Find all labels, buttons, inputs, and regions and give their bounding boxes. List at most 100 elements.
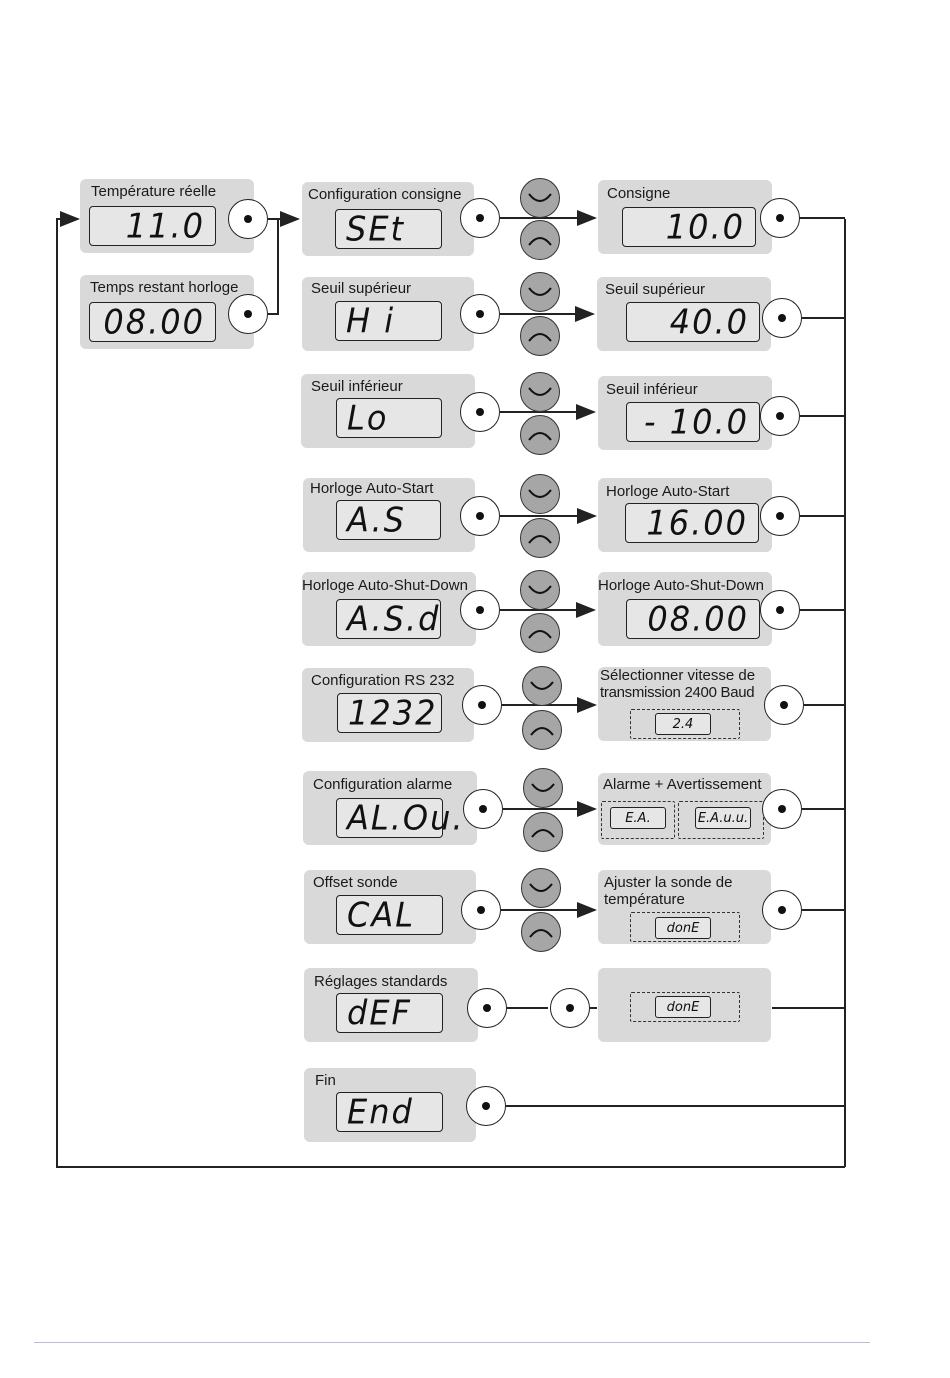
chevron-up-icon[interactable]	[520, 220, 560, 260]
panel-label: Configuration RS 232	[311, 672, 455, 689]
panel-label: Horloge Auto-Start	[606, 483, 730, 500]
select-button-menu-fin[interactable]	[466, 1086, 506, 1126]
panel-label: Offset sonde	[313, 874, 398, 891]
panel-label: Alarme + Avertissement	[603, 776, 762, 793]
select-button-menu-alarme[interactable]	[463, 789, 503, 829]
chevron-down-icon[interactable]	[520, 272, 560, 312]
panel-label: Configuration alarme	[313, 776, 453, 793]
panel-menu-alarme: Configuration alarme AL.Ou.	[303, 771, 477, 845]
lcd-display: AL.Ou.	[336, 798, 463, 838]
lcd-display-mini-a: E.A.	[610, 807, 666, 829]
panel-label: Fin	[315, 1072, 336, 1089]
select-button-menu-seuil-superieur[interactable]	[460, 294, 500, 334]
panel-menu-offset-sonde: Offset sonde CAL	[304, 870, 476, 944]
chevron-up-icon[interactable]	[523, 812, 563, 852]
select-button-result-seuil-inferieur[interactable]	[760, 396, 800, 436]
panel-result-auto-shut-down: Horloge Auto-Shut-Down 08.00	[598, 572, 772, 646]
panel-label: Seuil supérieur	[311, 280, 412, 297]
lcd-value: dEF	[347, 993, 412, 1033]
panel-label: Horloge Auto-Shut-Down	[598, 577, 764, 594]
panel-result-seuil-superieur: Seuil supérieur 40.0	[597, 277, 771, 351]
lcd-value: Lo	[347, 398, 389, 438]
select-button-result-rs232[interactable]	[764, 685, 804, 725]
lcd-display: - 10.0	[626, 402, 760, 442]
select-button-menu-reglages-standards[interactable]	[467, 988, 507, 1028]
lcd-display: A.S	[336, 500, 441, 540]
lcd-value-a: E.A.	[625, 810, 651, 826]
panel-menu-seuil-inferieur: Seuil inférieur Lo	[301, 374, 475, 448]
panel-menu-auto-start: Horloge Auto-Start A.S	[303, 478, 475, 552]
chevron-down-icon[interactable]	[520, 474, 560, 514]
confirm-button-reglages-standards[interactable]	[550, 988, 590, 1028]
chevron-down-icon[interactable]	[521, 868, 561, 908]
panel-label-line2: transmission 2400 Baud	[600, 684, 755, 701]
chevron-up-icon[interactable]	[520, 415, 560, 455]
lcd-display-mini: donE	[655, 996, 711, 1018]
select-button-menu-seuil-inferieur[interactable]	[460, 392, 500, 432]
chevron-up-icon[interactable]	[521, 912, 561, 952]
chevron-down-icon[interactable]	[520, 372, 560, 412]
select-button-temperature[interactable]	[228, 199, 268, 239]
chevron-down-icon[interactable]	[520, 178, 560, 218]
panel-label-line1: Sélectionner vitesse de	[600, 667, 756, 684]
chevron-down-icon[interactable]	[523, 768, 563, 808]
panel-result-auto-start: Horloge Auto-Start 16.00	[598, 478, 772, 552]
lcd-value: 11.0	[125, 206, 205, 246]
select-button-result-consigne[interactable]	[760, 198, 800, 238]
panel-menu-rs232: Configuration RS 232 1232	[302, 668, 474, 742]
chevron-up-icon[interactable]	[520, 613, 560, 653]
panel-label: Température réelle	[91, 183, 217, 200]
chevron-up-icon[interactable]	[520, 316, 560, 356]
chevron-up-icon[interactable]	[522, 710, 562, 750]
lcd-value: 1232	[348, 693, 438, 733]
panel-result-rs232: Sélectionner vitesse de transmission 240…	[598, 667, 771, 741]
panel-result-seuil-inferieur: Seuil inférieur - 10.0	[598, 376, 772, 450]
select-button-result-offset-sonde[interactable]	[762, 890, 802, 930]
panel-label: Horloge Auto-Start	[310, 480, 434, 497]
select-button-result-auto-shut-down[interactable]	[760, 590, 800, 630]
lcd-value: donE	[666, 920, 700, 936]
lcd-display: dEF	[336, 993, 443, 1033]
select-button-result-seuil-superieur[interactable]	[762, 298, 802, 338]
dashed-frame-a	[601, 801, 675, 839]
panel-label: Réglages standards	[314, 973, 448, 990]
select-button-menu-consigne[interactable]	[460, 198, 500, 238]
lcd-display: 1232	[337, 693, 442, 733]
lcd-value: 2.4	[672, 716, 694, 732]
select-button-temps-restant[interactable]	[228, 294, 268, 334]
lcd-value: donE	[666, 999, 700, 1015]
panel-menu-consigne: Configuration consigne SEt	[302, 182, 474, 256]
lcd-value: A.S	[347, 500, 406, 540]
panel-result-offset-sonde: Ajuster la sonde de température donE	[598, 870, 771, 944]
select-button-menu-rs232[interactable]	[462, 685, 502, 725]
lcd-display: 40.0	[626, 302, 760, 342]
lcd-display: End	[336, 1092, 443, 1132]
select-button-menu-auto-shut-down[interactable]	[460, 590, 500, 630]
panel-menu-fin: Fin End	[304, 1068, 476, 1142]
select-button-menu-auto-start[interactable]	[460, 496, 500, 536]
lcd-value-b: E.A.u.u.	[697, 810, 749, 826]
select-button-result-auto-start[interactable]	[760, 496, 800, 536]
select-button-result-alarme[interactable]	[762, 789, 802, 829]
chevron-down-icon[interactable]	[520, 570, 560, 610]
lcd-value: CAL	[347, 895, 416, 935]
lcd-value: 40.0	[669, 302, 749, 342]
lcd-value: H i	[346, 301, 396, 341]
panel-label: Temps restant horloge	[90, 279, 239, 296]
panel-temperature-reelle: Température réelle 11.0	[80, 179, 254, 253]
lcd-value: 16.00	[646, 503, 748, 543]
dashed-frame	[630, 912, 740, 942]
chevron-up-icon[interactable]	[520, 518, 560, 558]
chevron-down-icon[interactable]	[522, 666, 562, 706]
panel-label-line1: Ajuster la sonde de	[604, 874, 733, 891]
panel-result-consigne: Consigne 10.0	[598, 180, 772, 254]
lcd-value: SEt	[346, 209, 406, 249]
panel-label: Seuil inférieur	[311, 378, 403, 395]
select-button-menu-offset-sonde[interactable]	[461, 890, 501, 930]
lcd-display: 08.00	[89, 302, 216, 342]
lcd-value: 10.0	[665, 207, 745, 247]
lcd-display: SEt	[335, 209, 442, 249]
lcd-value: - 10.0	[644, 402, 749, 442]
lcd-value: 08.00	[647, 599, 749, 639]
